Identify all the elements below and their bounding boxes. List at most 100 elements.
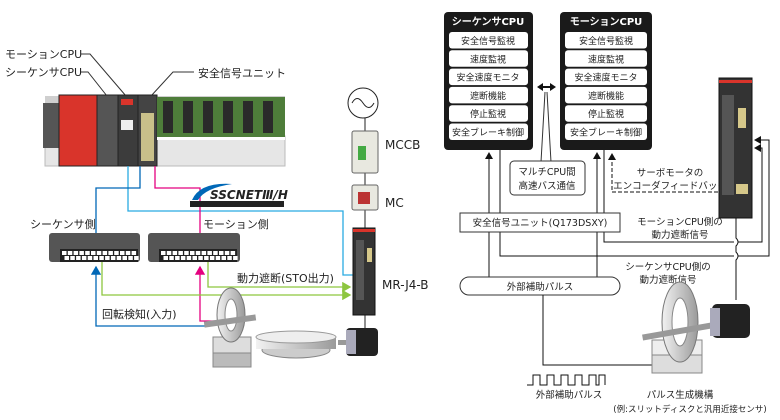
cpu-function-label: 遮断機能 [470, 90, 506, 102]
terminal-block-sequencer [49, 233, 140, 262]
terminal-pin [207, 251, 212, 255]
cpu-function-label: 遮断機能 [588, 90, 624, 102]
terminal-pin [91, 251, 96, 255]
terminal-pin [128, 256, 133, 260]
multi-cpu-bus-callout [509, 160, 586, 196]
terminal-pin [134, 256, 139, 260]
terminal-pin [175, 256, 180, 260]
servo-amplifier-right [718, 77, 753, 219]
sequencer-cpu-module [96, 94, 119, 167]
bidirectional-arrow-icon [537, 83, 556, 91]
terminal-pin [230, 251, 236, 255]
cpu-function-item [565, 86, 647, 104]
terminal-pin [120, 251, 125, 255]
cpu-function-item [565, 50, 647, 67]
cpu-function-label: 速度監視 [588, 53, 624, 65]
slit-disc-left [203, 287, 257, 368]
label-motion-cpu: モーションCPU [5, 48, 82, 61]
cpu-function-item [449, 32, 528, 49]
terminal-pin [172, 251, 178, 255]
rotation-detect-wire-blue [90, 265, 210, 327]
terminal-pin [67, 251, 73, 255]
motion-cpu-block: モーションCPU 安全信号監視速度監視安全速度モニタ遮断機能停止監視安全ブレーキ… [560, 12, 652, 150]
encoder-feedback-line2: エンコーダフィードバック [613, 180, 727, 192]
terminal-pin [79, 251, 84, 255]
terminal-pin [219, 251, 224, 255]
terminal-pin [184, 251, 189, 255]
terminal-pin [178, 251, 183, 255]
terminal-pin [233, 256, 238, 260]
motion-cutoff-line2: 動力遮断信号 [651, 229, 708, 241]
motion-cutoff-line [603, 148, 763, 243]
turntable [255, 330, 337, 359]
terminal-pin [125, 251, 131, 255]
terminal-pin [116, 256, 122, 260]
pulse-waveform-icon [527, 374, 606, 386]
io-module-connector [203, 101, 213, 133]
cpu-function-label: 安全ブレーキ制御 [452, 127, 524, 139]
cpu-function-label: 安全速度モニタ [574, 72, 637, 84]
motion-cpu-module [117, 94, 139, 167]
terminal-pin [87, 256, 93, 260]
terminal-pin [213, 251, 218, 255]
cpu-function-item [449, 123, 528, 140]
io-module-connector [243, 101, 253, 133]
terminal-pin [96, 251, 102, 255]
power-supply-module [58, 94, 98, 167]
terminal-pin [81, 256, 87, 260]
sequencer-cpu-title: シーケンサCPU [452, 16, 525, 28]
terminal-pin [73, 251, 79, 255]
cpu-function-label: 速度監視 [470, 53, 506, 65]
motion-side-wire [154, 166, 201, 233]
io-module-connector [183, 101, 193, 133]
io-module-connector [223, 101, 233, 133]
terminal-pin [102, 251, 108, 255]
cpu-function-item [449, 68, 528, 86]
servo-motor-right [710, 304, 750, 338]
io-module-connector [263, 101, 273, 133]
multi-cpu-bus-line2: 高速バス通信 [518, 180, 575, 192]
sequencer-cpu-block: シーケンサCPU 安全信号監視速度監視安全速度モニタ遮断機能停止監視安全ブレーキ… [444, 12, 533, 150]
mc-device [351, 184, 379, 211]
sequencer-cutoff-line1: シーケンサCPU側の [625, 261, 711, 273]
label-mccb: MCCB [385, 138, 420, 152]
leader-lines-cpu [81, 53, 127, 97]
pulse-mechanism-example: (例:スリットディスクと汎用近接センサ) [613, 404, 766, 415]
servo-motor-left [338, 328, 378, 356]
terminal-pin [131, 251, 137, 255]
label-mc: MC [385, 196, 404, 210]
terminal-pin [70, 256, 75, 260]
sscnet-logo-subtext: SERVO SYSTEM CONTROLLER NETWORK [192, 203, 263, 207]
terminal-pin [190, 251, 195, 255]
io-module-connector [163, 101, 173, 133]
terminal-pin [114, 251, 119, 255]
cpu-function-item [449, 50, 528, 67]
sequencer-cutoff-line2: 動力遮断信号 [639, 274, 696, 286]
terminal-block-motion [148, 233, 240, 262]
aux-pulse-box [459, 276, 621, 296]
multi-cpu-bus-line1: マルチCPU間 [518, 167, 575, 178]
cpu-function-item [565, 32, 647, 49]
servo-amplifier-left [352, 227, 376, 316]
aux-pulse-box-label: 外部補助パルス [507, 281, 574, 293]
amp-to-motor-line [735, 218, 739, 300]
leader-line-safety-unit [150, 71, 194, 97]
cpu-function-label: 停止監視 [588, 108, 624, 120]
terminal-pin [161, 251, 166, 255]
pulse-sensor-line [542, 295, 652, 366]
sto-wire-sequencer [101, 262, 352, 301]
left-system: モーションCPU シーケンサCPU 安全信号ユニット [5, 48, 429, 368]
sequencer-cutoff-line [499, 140, 770, 257]
safety-signal-unit-box [459, 212, 621, 233]
terminal-pin [186, 256, 192, 260]
terminal-pin [110, 256, 116, 260]
sscnet-logo: SSCNETⅢ/H SERVO SYSTEM CONTROLLER NETWOR… [190, 183, 288, 207]
label-sequencer-side: シーケンサ側 [30, 218, 96, 231]
label-rotation-detect: 回転検知(入力) [102, 307, 177, 321]
sequencer-side-wire [95, 166, 141, 233]
motion-cutoff-line1: モーションCPU側の [637, 216, 723, 228]
slit-disc-right [642, 281, 720, 374]
safety-signal-unit-label: 安全信号ユニット(Q173DSXY) [473, 217, 608, 229]
terminal-pin [180, 256, 186, 260]
terminal-pin [209, 256, 215, 260]
